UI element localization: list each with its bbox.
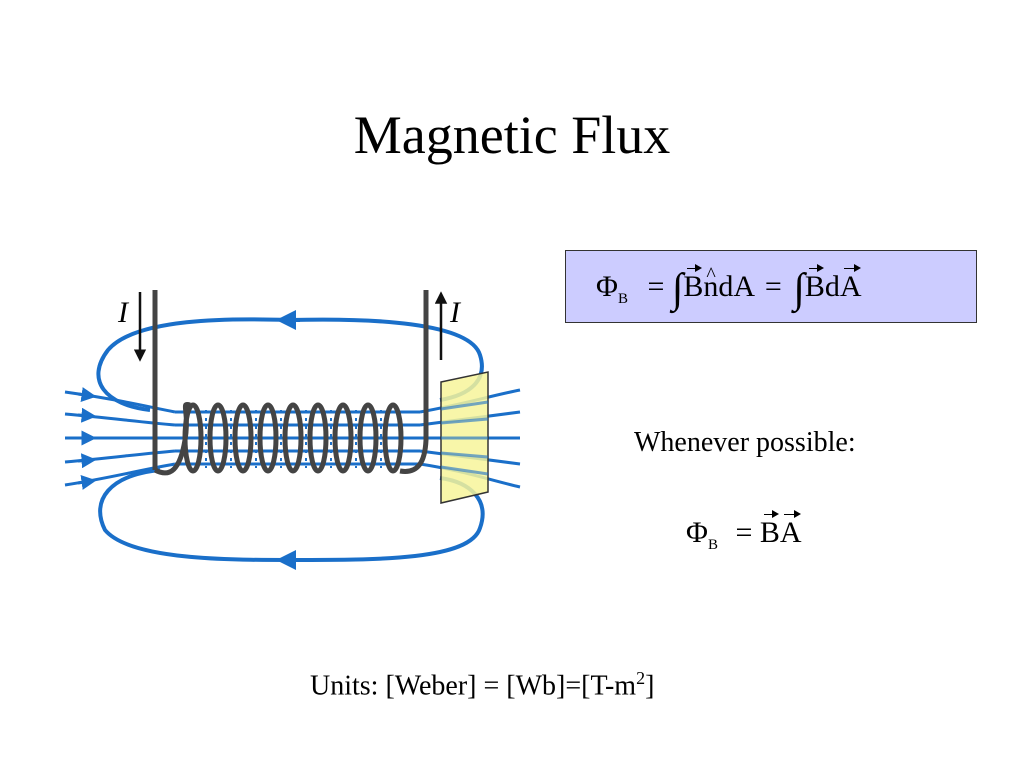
units-text: Units: [Weber] = [Wb]=[T-m (310, 670, 637, 702)
vector-area-simple: A (779, 510, 802, 549)
phi-symbol-simple: Φ (686, 516, 708, 549)
vector-b-2: B (804, 264, 825, 303)
solenoid-diagram (64, 290, 521, 570)
differential-d: d (824, 270, 840, 303)
coil-windings (152, 290, 429, 476)
units-exponent: 2 (636, 668, 646, 688)
equals-sign-2: = (764, 270, 782, 303)
whenever-possible-label: Whenever possible: (634, 427, 856, 458)
integral-sign-2: ∫ (793, 266, 805, 312)
current-label-left: I (118, 296, 128, 329)
unit-normal-n: n (703, 258, 718, 304)
equals-sign-simple: = (735, 516, 753, 549)
current-label-right: I (450, 296, 460, 329)
flux-integral-formula: ΦB = ∫BndA = ∫BdA (596, 258, 862, 316)
field-line-arrows-left (77, 387, 97, 490)
equals-sign: = (647, 270, 665, 303)
vector-b: B (683, 264, 704, 303)
units-close: ] (645, 670, 655, 702)
integral-sign: ∫ (671, 266, 684, 312)
phi-subscript: B (617, 291, 628, 307)
slide-title: Magnetic Flux (353, 105, 671, 165)
flux-simple-formula: ΦB = BA (686, 510, 802, 562)
phi-subscript-simple: B (707, 537, 718, 553)
units-line: Units: [Weber] = [Wb]=[T-m2] (310, 668, 654, 702)
phi-symbol: Φ (596, 270, 618, 303)
area-element: dA (718, 270, 754, 303)
field-lines-through-surface (440, 400, 489, 476)
vector-area: A (839, 264, 862, 303)
coil-inner-dots (205, 410, 382, 468)
flux-integral-formula-box (565, 250, 977, 323)
vector-b-simple: B (759, 510, 780, 549)
field-line-bottom-loop (98, 468, 485, 562)
